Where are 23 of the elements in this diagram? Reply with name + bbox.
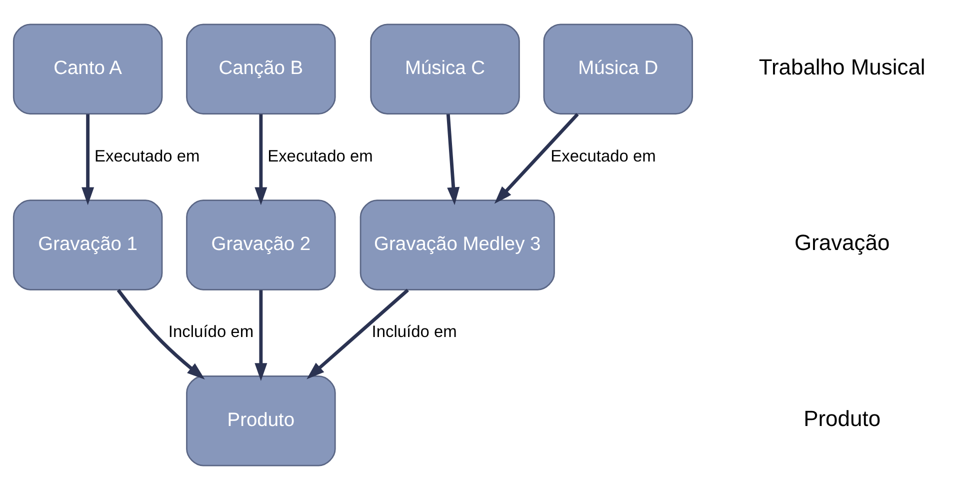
arrow <box>254 114 268 205</box>
node-box: Produto <box>186 375 336 466</box>
node-box: Canto A <box>12 23 163 114</box>
node-box: Gravação 2 <box>186 199 336 290</box>
edge-label: Incluído em <box>372 322 457 341</box>
label: Trabalho Musical <box>758 54 926 79</box>
label: Produto <box>804 406 881 431</box>
edge-label: Executado em <box>550 146 656 165</box>
arrow <box>82 114 94 205</box>
node-box: Música C <box>370 23 520 114</box>
node-box: Gravação 1 <box>12 199 163 290</box>
arrow <box>306 288 409 379</box>
edge-label: Incluído em <box>168 322 254 341</box>
edge-label: Executado em <box>94 146 200 165</box>
label: Gravação <box>794 230 890 255</box>
arrow <box>446 114 460 205</box>
node-box: Gravação Medley 3 <box>360 199 555 290</box>
arrow <box>494 112 579 204</box>
arrow <box>254 290 268 381</box>
node-box: Música D <box>543 23 693 114</box>
node-box: Canção B <box>186 23 336 114</box>
arrow <box>116 288 205 379</box>
edge-label: Executado em <box>268 146 373 165</box>
